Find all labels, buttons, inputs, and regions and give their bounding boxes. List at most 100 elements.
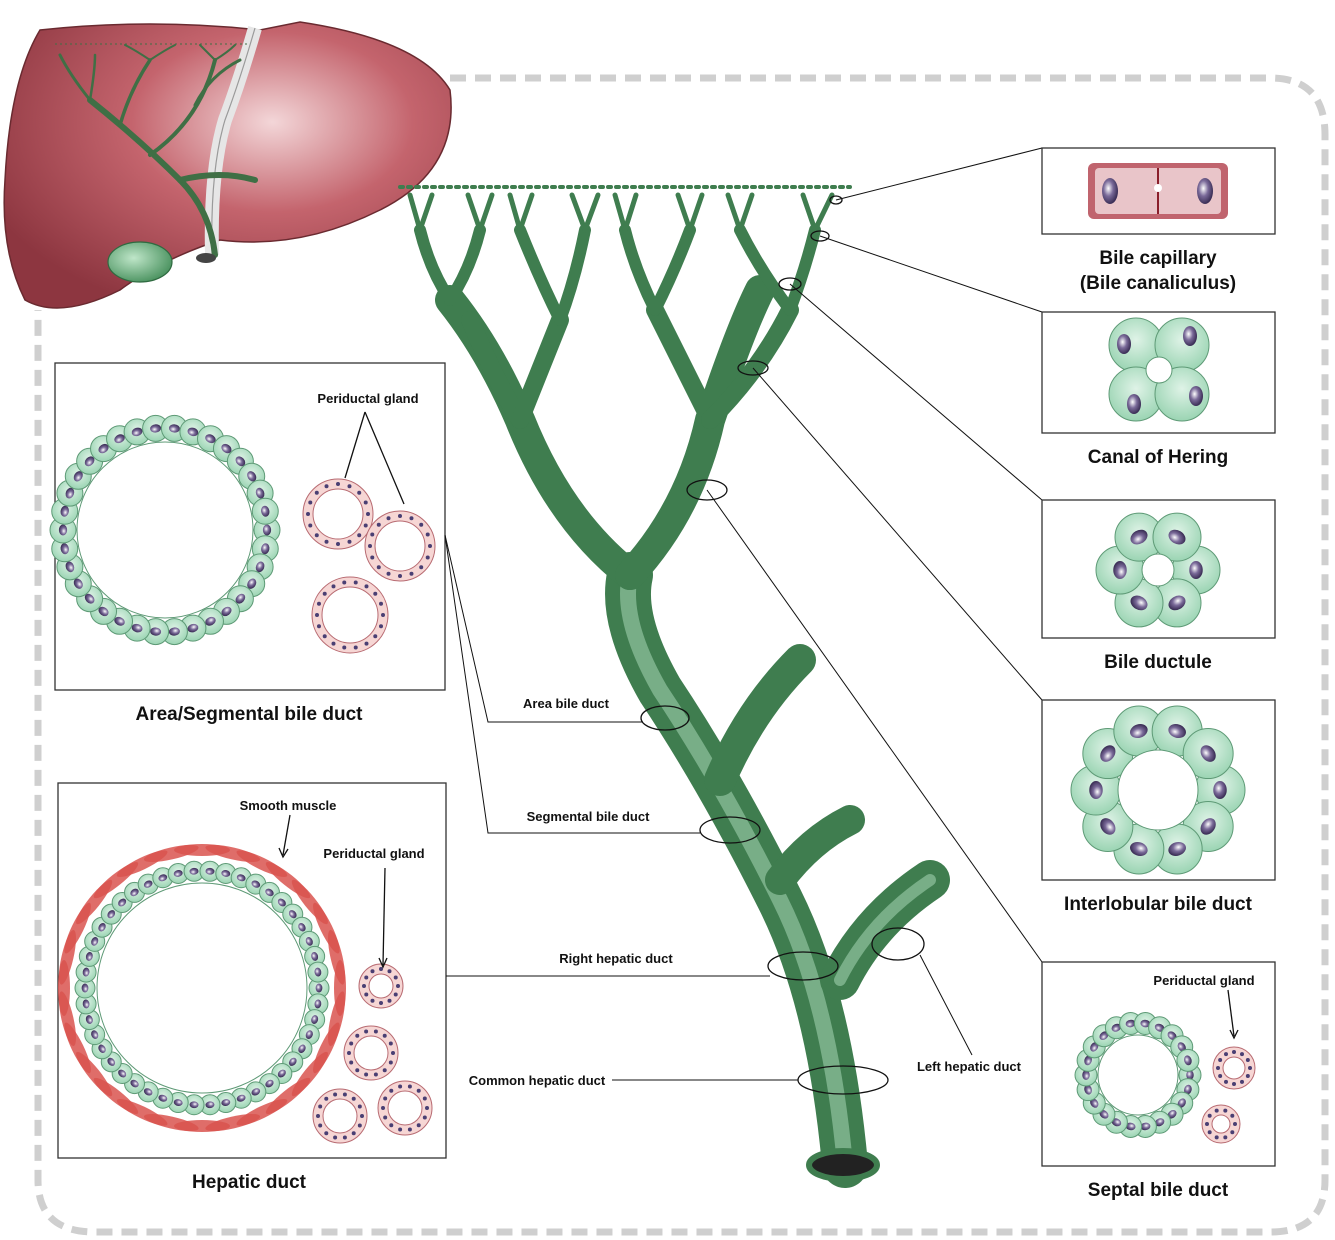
gland-nucleus bbox=[342, 581, 346, 585]
gland-lumen bbox=[388, 1091, 422, 1125]
gland-nucleus bbox=[349, 1061, 353, 1065]
septal-bile-duct-panel bbox=[1042, 962, 1275, 1166]
gland-nucleus bbox=[342, 645, 346, 649]
gland-nucleus bbox=[318, 1104, 322, 1108]
bile-canaliculus-subtitle: (Bile canaliculus) bbox=[1080, 273, 1236, 294]
gland-nucleus bbox=[409, 516, 413, 520]
gland-nucleus bbox=[357, 533, 361, 537]
gland-nucleus bbox=[394, 976, 398, 980]
gland-nucleus bbox=[371, 969, 375, 973]
gland-nucleus bbox=[365, 642, 369, 646]
gland-nucleus bbox=[364, 1030, 368, 1034]
hepatic-duct-lumen bbox=[97, 883, 307, 1093]
gland-nucleus bbox=[354, 645, 358, 649]
gland-lumen bbox=[369, 974, 393, 998]
bile-ductule-panel bbox=[1042, 500, 1275, 638]
gland-nucleus bbox=[388, 999, 392, 1003]
area-bile-duct-label: Area bile duct bbox=[523, 696, 610, 711]
gland-nucleus bbox=[371, 999, 375, 1003]
gland-nucleus bbox=[408, 1127, 412, 1131]
gland-nucleus bbox=[332, 584, 336, 588]
gland-nucleus bbox=[379, 624, 383, 628]
cell-nucleus bbox=[59, 525, 67, 536]
gland-nucleus bbox=[1218, 1058, 1222, 1062]
gland-nucleus bbox=[347, 484, 351, 488]
gland-nucleus bbox=[396, 984, 400, 988]
gland-nucleus bbox=[391, 1051, 395, 1055]
gland-lumen bbox=[354, 1036, 388, 1070]
gland-nucleus bbox=[388, 969, 392, 973]
gland-nucleus bbox=[1230, 1114, 1234, 1118]
gland-nucleus bbox=[419, 565, 423, 569]
smooth-muscle-label: Smooth muscle bbox=[240, 798, 337, 813]
gland-nucleus bbox=[1246, 1074, 1250, 1078]
gland-nucleus bbox=[389, 1089, 393, 1093]
gland-nucleus bbox=[1216, 1066, 1220, 1070]
gland-nucleus bbox=[323, 592, 327, 596]
gland-nucleus bbox=[349, 1041, 353, 1045]
septal-bile-duct-title: Septal bile duct bbox=[1088, 1180, 1229, 1201]
gland-nucleus bbox=[336, 482, 340, 486]
gland-nucleus bbox=[364, 523, 368, 527]
gland-nucleus bbox=[355, 1034, 359, 1038]
gland-nucleus bbox=[425, 1106, 429, 1110]
gland-nucleus bbox=[324, 1097, 328, 1101]
gland-nucleus bbox=[423, 1116, 427, 1120]
gland-nucleus bbox=[389, 1123, 393, 1127]
cell-nucleus bbox=[316, 984, 323, 993]
bile-capillary-title: Bile capillary bbox=[1099, 248, 1217, 269]
gland-nucleus bbox=[398, 514, 402, 518]
gland-nucleus bbox=[315, 491, 319, 495]
area-segmental-title: Area/Segmental bile duct bbox=[135, 704, 363, 725]
periductal-gland-label-area: Periductal gland bbox=[317, 391, 418, 406]
gland-nucleus bbox=[373, 592, 377, 596]
gland-nucleus bbox=[317, 602, 321, 606]
cell-nucleus bbox=[82, 984, 89, 993]
bile-capillary-panel bbox=[1042, 148, 1275, 234]
gland-nucleus bbox=[1205, 1122, 1209, 1126]
gland-nucleus bbox=[383, 1116, 387, 1120]
gland-nucleus bbox=[358, 1124, 362, 1128]
cell-nucleus bbox=[1089, 781, 1103, 799]
cell-nucleus bbox=[1113, 561, 1127, 579]
bile-ductule-title: Bile ductule bbox=[1104, 652, 1212, 673]
gland-nucleus bbox=[315, 533, 319, 537]
gland-nucleus bbox=[387, 516, 391, 520]
gland-nucleus bbox=[383, 1096, 387, 1100]
gland-nucleus bbox=[347, 1051, 351, 1055]
gland-nucleus bbox=[362, 984, 366, 988]
gland-nucleus bbox=[357, 491, 361, 495]
right-hepatic-duct-label: Right hepatic duct bbox=[559, 951, 673, 966]
ductule-lumen bbox=[1142, 554, 1174, 586]
gland-nucleus bbox=[325, 484, 329, 488]
gland-nucleus bbox=[1215, 1135, 1219, 1139]
gland-nucleus bbox=[1224, 1080, 1228, 1084]
gland-nucleus bbox=[1223, 1135, 1227, 1139]
gland-nucleus bbox=[364, 1072, 368, 1076]
gland-nucleus bbox=[317, 624, 321, 628]
gland-nucleus bbox=[408, 1085, 412, 1089]
gland-nucleus bbox=[1246, 1058, 1250, 1062]
gland-nucleus bbox=[364, 993, 368, 997]
gland-nucleus bbox=[1218, 1074, 1222, 1078]
gland-nucleus bbox=[383, 1068, 387, 1072]
canal-of-hering-panel bbox=[1042, 312, 1275, 433]
cell-nucleus bbox=[1189, 561, 1203, 579]
gland-nucleus bbox=[354, 581, 358, 585]
gland-lumen bbox=[375, 521, 425, 571]
gland-nucleus bbox=[308, 523, 312, 527]
cell-nucleus bbox=[263, 525, 271, 536]
gland-lumen bbox=[313, 489, 363, 539]
gland-nucleus bbox=[347, 540, 351, 544]
gland-nucleus bbox=[377, 523, 381, 527]
gland-nucleus bbox=[387, 572, 391, 576]
gland-nucleus bbox=[325, 540, 329, 544]
canal-of-hering-title: Canal of Hering bbox=[1088, 447, 1228, 468]
gland-lumen bbox=[323, 1099, 357, 1133]
gland-nucleus bbox=[379, 602, 383, 606]
area-duct-lumen bbox=[77, 442, 253, 618]
gland-nucleus bbox=[333, 1135, 337, 1139]
gland-nucleus bbox=[409, 572, 413, 576]
gland-nucleus bbox=[1224, 1052, 1228, 1056]
